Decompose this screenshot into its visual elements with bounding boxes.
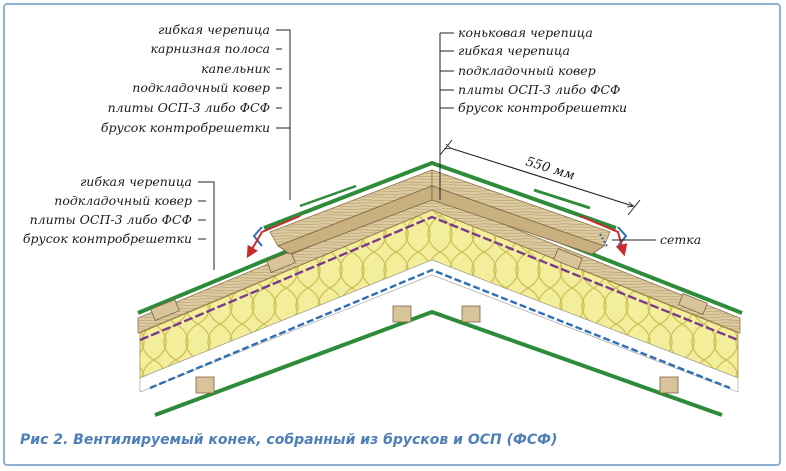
label-osb-2: плиты ОСП-3 либо ФСФ xyxy=(30,212,192,227)
labels-lower-left: гибкая черепица подкладочный ковер плиты… xyxy=(23,174,192,246)
label-flexible-shingle-3: гибкая черепица xyxy=(458,43,570,58)
label-underlay-2: подкладочный ковер xyxy=(54,193,192,208)
label-flexible-shingle-2: гибкая черепица xyxy=(80,174,192,189)
membrane-purple xyxy=(139,215,739,342)
mesh xyxy=(599,233,609,249)
label-mesh: сетка xyxy=(660,232,701,247)
label-drip: капельник xyxy=(201,61,270,76)
dimension-tick-left xyxy=(439,139,453,156)
vent-space-lower xyxy=(139,259,739,393)
label-underlay: подкладочный ковер xyxy=(132,80,270,95)
dimension-tick-right xyxy=(627,199,641,216)
figure-caption: Рис 2. Вентилируемый конек, собранный из… xyxy=(20,432,558,448)
drip-edge-left xyxy=(252,226,263,247)
label-osb: плиты ОСП-3 либо ФСФ xyxy=(108,100,270,115)
label-counter-batten: брусок контробрешетки xyxy=(101,120,270,135)
label-flexible-shingle: гибкая черепица xyxy=(158,22,270,37)
inner-lining xyxy=(154,309,723,417)
ridge-shingle-highlight-2 xyxy=(533,188,591,210)
label-counter-batten-3: брусок контробрешетки xyxy=(458,100,627,115)
label-eaves-strip: карнизная полоса xyxy=(151,41,270,56)
dimension-line xyxy=(450,148,633,206)
labels-upper-left: гибкая черепица карнизная полоса капельн… xyxy=(101,22,271,135)
membrane-blue xyxy=(149,268,731,390)
label-underlay-3: подкладочный ковер xyxy=(458,63,596,78)
label-osb-3: плиты ОСП-3 либо ФСФ xyxy=(458,82,620,97)
ridge-shingle-highlight xyxy=(299,184,357,208)
vent-arrow-right xyxy=(579,215,628,257)
leader-lines xyxy=(198,29,656,270)
labels-right: коньковая черепица гибкая черепица подкл… xyxy=(458,25,627,115)
vent-arrow-left xyxy=(246,215,301,259)
label-ridge-shingle: коньковая черепица xyxy=(458,25,593,40)
label-counter-batten-2: брусок контробрешетки xyxy=(23,231,192,246)
battens xyxy=(150,248,708,394)
